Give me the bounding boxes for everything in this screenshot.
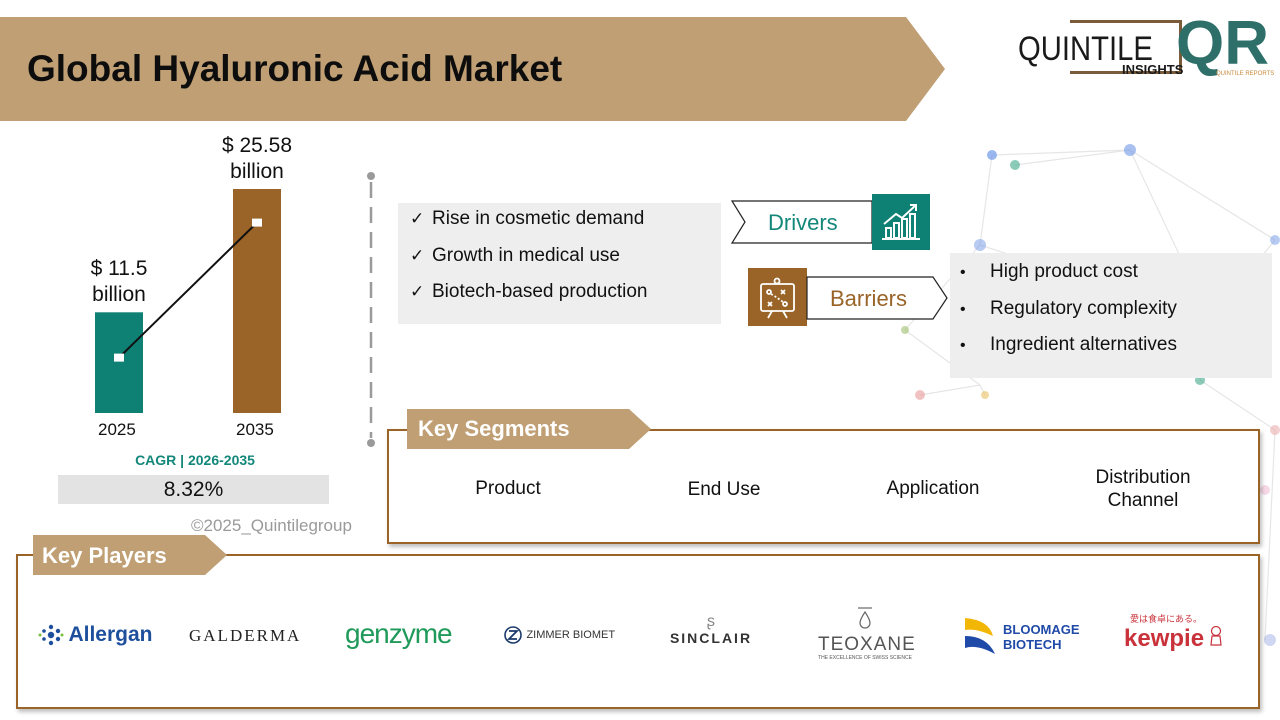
driver-item: ✓Biotech-based production [410, 281, 648, 302]
network-background-decoration [901, 144, 1280, 646]
bullet-icon: • [960, 301, 966, 318]
key-players-panel [16, 554, 1260, 709]
player-logo-sinclair: ʂ SINCLAIR [664, 613, 758, 647]
cagr-value: 8.32% [58, 475, 329, 504]
copyright-text: ©2025_Quintilegroup [191, 516, 352, 535]
player-logo-genzyme: genzyme [345, 618, 453, 649]
check-icon: ✓ [410, 282, 425, 301]
bar-value-label-2025: $ 11.5 billion [64, 256, 174, 308]
key-players-tab [33, 535, 227, 575]
driver-item: ✓Growth in medical use [410, 245, 620, 266]
logo-frame [1070, 20, 1182, 74]
trend-marker-2035 [252, 218, 262, 227]
quintile-logo: QUINTILE INSIGHTS QR QUINTILE REPORTS [1018, 12, 1280, 82]
trend-marker-2025 [114, 353, 124, 362]
bar-value-unit: billion [230, 160, 284, 183]
bar-value-label-2035: $ 25.58 billion [202, 133, 312, 185]
player-logo-allergan: Allergan [38, 622, 152, 648]
key-segments-title: Key Segments [418, 416, 570, 441]
bloomage-mark-icon [965, 618, 995, 654]
barriers-label: Barriers [830, 286, 908, 311]
segment-application: Application [886, 478, 980, 499]
x-tick-label-2025: 2025 [98, 420, 136, 439]
logo-mark-caption: QUINTILE REPORTS [1216, 71, 1275, 77]
logo-brand-text: QUINTILE [1018, 30, 1153, 68]
bar-value-unit: billion [92, 283, 146, 307]
bullet-icon: • [960, 337, 966, 354]
segment-distribution-channel: Distribution Channel [1095, 467, 1191, 511]
dashed-divider [367, 172, 375, 447]
player-logo-teoxane: TEOXANE THE EXCELLENCE OF SWISS SCIENCE [818, 606, 915, 661]
x-tick-label-2035: 2035 [236, 420, 274, 439]
segment-end-use: End Use [687, 479, 761, 500]
bar-value-amount: $ 11.5 [90, 257, 148, 281]
barrier-item: •Regulatory complexity [960, 298, 1177, 319]
key-segments-tab [407, 409, 651, 449]
check-icon: ✓ [410, 209, 425, 228]
bullet-icon: • [960, 264, 966, 281]
check-icon: ✓ [410, 246, 425, 265]
growth-chart-icon [872, 194, 930, 250]
bar-2025 [95, 312, 143, 413]
drivers-list: ✓Rise in cosmetic demand ✓Growth in medi… [398, 203, 721, 324]
driver-item: ✓Rise in cosmetic demand [410, 208, 645, 229]
barriers-list: •High product cost •Regulatory complexit… [950, 253, 1272, 378]
drivers-tag-shape [731, 200, 873, 244]
segment-product: Product [475, 478, 541, 499]
zimmer-z-icon [504, 626, 522, 644]
key-players-title: Key Players [42, 543, 167, 568]
barrier-item: •Ingredient alternatives [960, 334, 1177, 355]
teoxane-drop-icon [858, 607, 872, 629]
market-size-bar-chart: $ 11.5 billion $ 25.58 billion 2025 2035 [60, 130, 350, 450]
drivers-label: Drivers [768, 210, 838, 235]
player-logo-galderma: GALDERMA [189, 626, 302, 645]
strategy-board-icon [748, 268, 807, 326]
title-banner [0, 17, 945, 121]
player-logo-kewpie: 愛は食卓にある。 kewpie [1124, 612, 1224, 653]
page-title: Global Hyaluronic Acid Market [27, 48, 563, 89]
allergan-dots-icon [38, 624, 64, 646]
sinclair-s-icon: ʂ [707, 613, 715, 630]
qr-logo-mark: QR [1176, 12, 1269, 78]
cagr-label: CAGR | 2026-2035 [135, 452, 255, 468]
barrier-item: •High product cost [960, 261, 1138, 282]
logo-mark-text: QR [1176, 12, 1269, 78]
player-logo-zimmer-biomet: ZIMMER BIOMET [504, 626, 615, 644]
bar-value-amount: $ 25.58 [221, 134, 293, 157]
barriers-tag-shape [806, 276, 948, 320]
trend-line [118, 221, 258, 359]
kewpie-doll-icon [1209, 625, 1222, 646]
bar-chart-svg [95, 189, 281, 413]
logo-sub-text: INSIGHTS [1122, 62, 1184, 77]
